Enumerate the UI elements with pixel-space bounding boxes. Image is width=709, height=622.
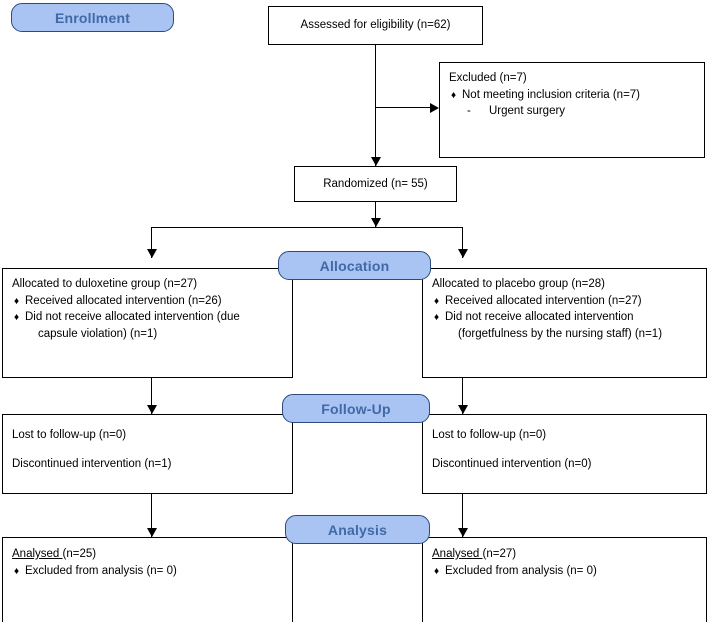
connector-to-excluded bbox=[375, 107, 432, 108]
allocation-right-continuation: (forgetfulness by the nursing staff) (n=… bbox=[458, 328, 663, 341]
analysis-left-excluded-text: Excluded from analysis (n= 0) bbox=[25, 564, 177, 577]
connector-followup-right-to-analysis bbox=[462, 494, 463, 537]
connector-randomized-down bbox=[375, 202, 376, 227]
stage-badge-analysis: Analysis bbox=[285, 515, 430, 544]
arrowhead-into-analysis-right bbox=[458, 528, 468, 537]
diamond-bullet-icon: ♦ bbox=[451, 89, 457, 101]
dash-bullet-icon: - bbox=[467, 105, 471, 118]
allocation-left-bullet-1: ♦ Received allocated intervention (n=26) bbox=[12, 293, 283, 310]
assessed-text: Assessed for eligibility (n=62) bbox=[300, 19, 451, 32]
allocation-right-bullet-1-text: Received allocated intervention (n=27) bbox=[445, 294, 642, 307]
excluded-bullet-text: Not meeting inclusion criteria (n=7) bbox=[462, 88, 641, 101]
diamond-bullet-icon: ♦ bbox=[434, 295, 440, 307]
analysis-left-count: (n=25) bbox=[62, 548, 97, 560]
connector-followup-left-to-analysis bbox=[151, 494, 152, 537]
allocation-left-heading: Allocated to duloxetine group (n=27) bbox=[12, 278, 198, 290]
arrowhead-into-followup-right bbox=[458, 405, 468, 414]
connector-split-bar bbox=[151, 227, 463, 228]
analysis-left-excluded-row: ♦ Excluded from analysis (n= 0) bbox=[12, 563, 283, 580]
followup-right-lost: Lost to follow-up (n=0) bbox=[432, 429, 547, 441]
allocation-left-bullet-2: ♦ Did not receive allocated intervention … bbox=[12, 309, 283, 326]
allocation-right-heading: Allocated to placebo group (n=28) bbox=[432, 278, 605, 290]
connector-allocation-left-to-followup bbox=[151, 378, 152, 414]
allocation-left-continuation: capsule violation) (n=1) bbox=[38, 328, 158, 341]
analysis-right-count: (n=27) bbox=[482, 548, 517, 560]
stage-badge-followup: Follow-Up bbox=[282, 394, 430, 423]
box-followup-duloxetine: Lost to follow-up (n=0) Discontinued int… bbox=[2, 414, 293, 494]
box-randomized: Randomized (n= 55) bbox=[294, 166, 457, 202]
connector-split-left bbox=[151, 227, 152, 258]
connector-assessed-to-randomized bbox=[375, 45, 376, 166]
box-assessed-for-eligibility: Assessed for eligibility (n=62) bbox=[268, 6, 483, 45]
arrowhead-into-analysis-left bbox=[147, 528, 157, 537]
analysis-left-heading: Analysed (n=25) bbox=[12, 546, 283, 563]
diamond-bullet-icon: ♦ bbox=[14, 295, 20, 307]
allocation-left-bullet-2-text: Did not receive allocated intervention (… bbox=[25, 311, 240, 324]
connector-allocation-right-to-followup bbox=[462, 378, 463, 414]
followup-left-discontinued: Discontinued intervention (n=1) bbox=[12, 457, 172, 470]
analysis-right-heading: Analysed (n=27) bbox=[432, 546, 697, 563]
analysis-right-excluded-row: ♦ Excluded from analysis (n= 0) bbox=[432, 563, 697, 580]
excluded-heading: Excluded (n=7) bbox=[449, 72, 527, 84]
allocation-right-bullet-2: ♦ Did not receive allocated intervention bbox=[432, 309, 697, 326]
randomized-text: Randomized (n= 55) bbox=[323, 177, 428, 190]
arrowhead-into-randomized bbox=[371, 157, 381, 166]
excluded-subitem-urgent-surgery: - Urgent surgery bbox=[449, 103, 695, 120]
analysis-left-label: Analysed bbox=[12, 548, 63, 560]
box-excluded: Excluded (n=7) ♦ Not meeting inclusion cr… bbox=[439, 62, 705, 158]
stage-badge-enrollment: Enrollment bbox=[11, 3, 174, 32]
box-followup-placebo: Lost to follow-up (n=0) Discontinued int… bbox=[422, 414, 707, 494]
stage-label-allocation: Allocation bbox=[319, 257, 390, 274]
diamond-bullet-icon: ♦ bbox=[434, 312, 440, 324]
allocation-right-bullet-1: ♦ Received allocated intervention (n=27) bbox=[432, 293, 697, 310]
arrowhead-randomized-split bbox=[371, 218, 381, 227]
box-analysis-duloxetine: Analysed (n=25) ♦ Excluded from analysis … bbox=[2, 537, 293, 622]
arrowhead-into-allocation-left bbox=[147, 249, 157, 258]
box-allocation-placebo: Allocated to placebo group (n=28) ♦ Recei… bbox=[422, 268, 707, 378]
stage-label-followup: Follow-Up bbox=[321, 400, 391, 417]
excluded-subitem-text: Urgent surgery bbox=[489, 105, 566, 118]
followup-right-discontinued: Discontinued intervention (n=0) bbox=[432, 457, 592, 470]
excluded-bullet-not-meeting-criteria: ♦ Not meeting inclusion criteria (n=7) bbox=[449, 87, 695, 104]
followup-left-lost: Lost to follow-up (n=0) bbox=[12, 429, 127, 441]
allocation-left-bullet-1-text: Received allocated intervention (n=26) bbox=[25, 294, 222, 307]
arrowhead-into-excluded bbox=[430, 103, 439, 113]
diamond-bullet-icon: ♦ bbox=[14, 312, 20, 324]
diamond-bullet-icon: ♦ bbox=[434, 565, 440, 577]
connector-split-right bbox=[462, 227, 463, 258]
stage-label-analysis: Analysis bbox=[327, 521, 388, 538]
box-allocation-duloxetine: Allocated to duloxetine group (n=27) ♦ Re… bbox=[2, 268, 293, 378]
analysis-right-excluded-text: Excluded from analysis (n= 0) bbox=[445, 564, 597, 577]
arrowhead-into-allocation-right bbox=[458, 249, 468, 258]
analysis-right-label: Analysed bbox=[432, 548, 483, 560]
arrowhead-into-followup-left bbox=[147, 405, 157, 414]
stage-badge-allocation: Allocation bbox=[278, 251, 431, 280]
diamond-bullet-icon: ♦ bbox=[14, 565, 20, 577]
allocation-right-bullet-2-text: Did not receive allocated intervention bbox=[445, 311, 634, 324]
stage-label-enrollment: Enrollment bbox=[54, 9, 131, 26]
box-analysis-placebo: Analysed (n=27) ♦ Excluded from analysis … bbox=[422, 537, 707, 622]
